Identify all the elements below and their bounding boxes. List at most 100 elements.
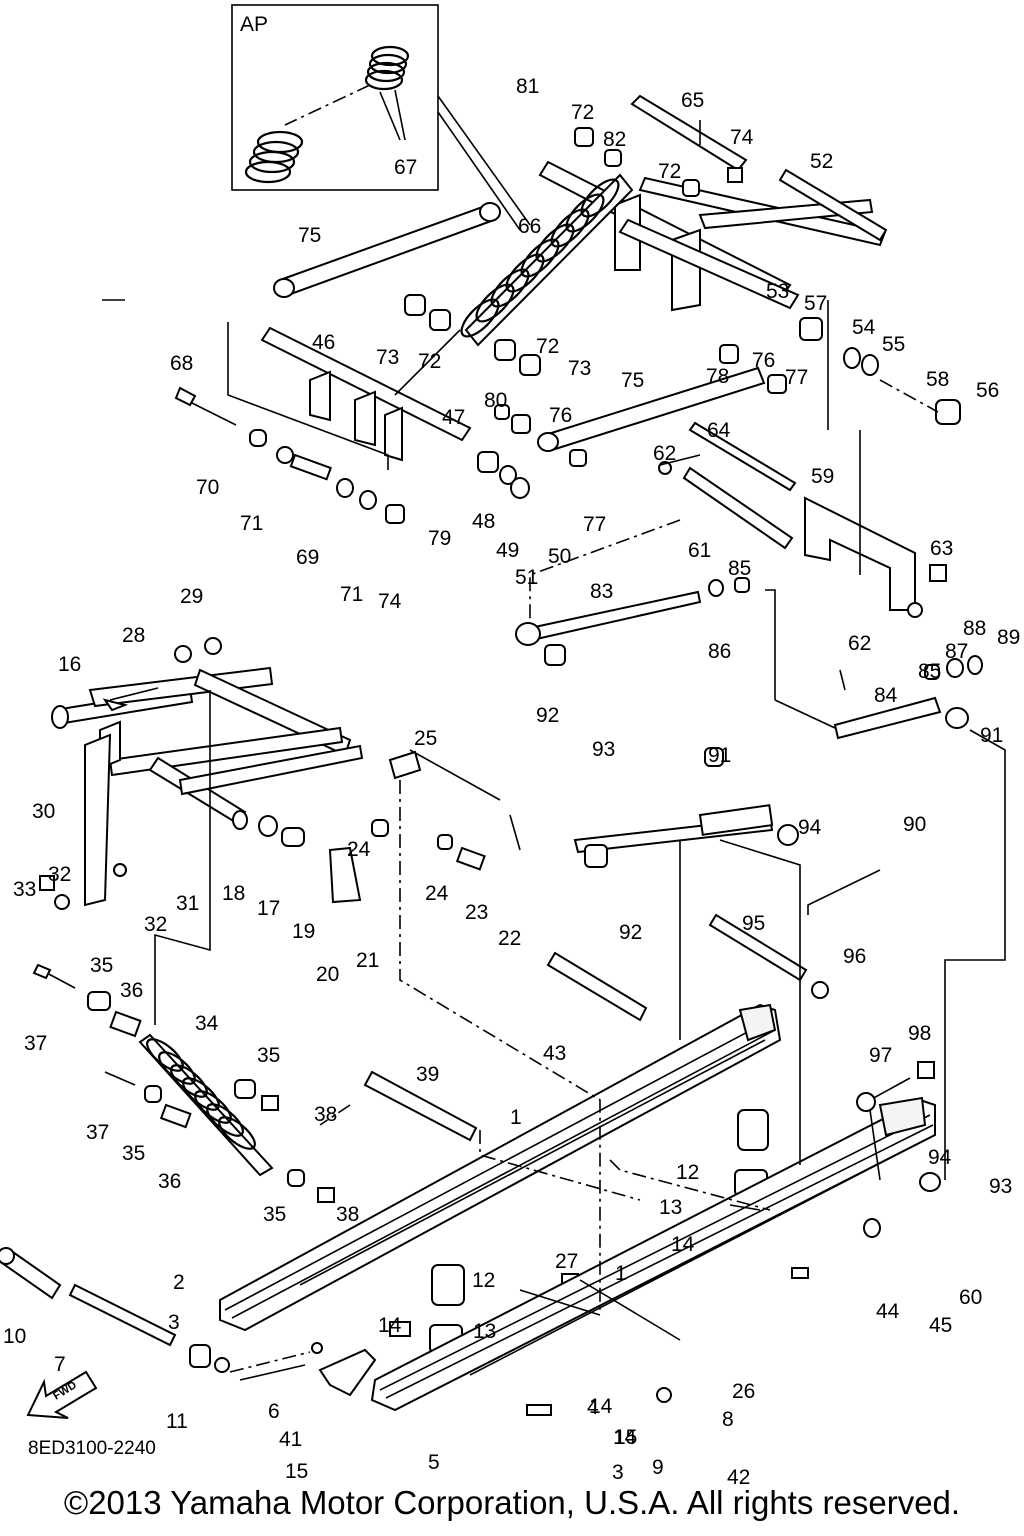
- part-callout-78: 78: [706, 365, 729, 388]
- part-callout-80: 80: [484, 389, 507, 412]
- part-callout-54: 54: [852, 316, 876, 339]
- part-callout-60: 60: [959, 1286, 982, 1309]
- part-callout-94: 94: [928, 1146, 952, 1169]
- part-callout-35: 35: [122, 1142, 145, 1165]
- part-callout-72: 72: [536, 335, 559, 358]
- part-callout-69: 69: [296, 546, 319, 569]
- part-callout-79: 79: [428, 527, 451, 550]
- part-callout-84: 84: [874, 684, 898, 707]
- part-callout-17: 17: [257, 897, 280, 920]
- part-callout-44: 44: [876, 1300, 900, 1323]
- part-callout-9: 9: [652, 1456, 664, 1479]
- part-callout-20: 20: [316, 963, 339, 986]
- part-callout-55: 55: [882, 333, 905, 356]
- part-callout-12: 12: [676, 1161, 699, 1184]
- slider-guard-4: [318, 1348, 377, 1397]
- part-callout-32: 32: [48, 863, 71, 886]
- part-callout-33: 33: [13, 878, 36, 901]
- part-callout-74: 74: [378, 590, 402, 613]
- part-callout-15: 15: [614, 1426, 637, 1449]
- part-callout-74: 74: [730, 126, 754, 149]
- part-callout-21: 21: [356, 949, 379, 972]
- part-callout-77: 77: [785, 366, 808, 389]
- shaft-7: [68, 1283, 177, 1347]
- slide-rail-lower-1: [370, 1096, 936, 1412]
- part-callout-24: 24: [425, 882, 449, 905]
- part-callout-71: 71: [340, 583, 363, 606]
- part-callout-76: 76: [549, 404, 572, 427]
- part-callout-97: 97: [869, 1044, 892, 1067]
- part-callout-35: 35: [257, 1044, 280, 1067]
- part-callout-2: 2: [173, 1271, 185, 1294]
- part-callout-32: 32: [144, 913, 167, 936]
- part-callout-83: 83: [590, 580, 613, 603]
- small-parts: [39, 127, 983, 1416]
- part-callout-91: 91: [708, 744, 731, 767]
- part-callout-46: 46: [312, 331, 335, 354]
- part-callout-14: 14: [671, 1233, 695, 1256]
- part-callout-14: 14: [378, 1314, 402, 1337]
- part-callout-72: 72: [658, 160, 681, 183]
- part-callout-70: 70: [196, 476, 219, 499]
- drawing-code: 8ED3100-2240: [28, 1438, 156, 1459]
- part-callout-72: 72: [571, 101, 594, 124]
- part-callout-12: 12: [472, 1269, 495, 1292]
- part-callout-73: 73: [568, 357, 591, 380]
- part-callout-1: 1: [615, 1262, 627, 1285]
- part-callout-50: 50: [548, 545, 571, 568]
- part-callout-3: 3: [612, 1461, 624, 1484]
- part-callout-13: 13: [659, 1196, 682, 1219]
- part-callout-77: 77: [583, 513, 606, 536]
- part-callout-71: 71: [240, 512, 263, 535]
- part-callout-24: 24: [347, 838, 371, 861]
- part-callout-89: 89: [997, 626, 1020, 649]
- part-callout-16: 16: [58, 653, 81, 676]
- part-callout-4: 4: [587, 1396, 599, 1419]
- part-callout-93: 93: [989, 1175, 1012, 1198]
- part-callout-75: 75: [621, 369, 644, 392]
- part-callout-66: 66: [518, 215, 541, 238]
- part-callout-13: 13: [473, 1320, 496, 1343]
- part-callout-39: 39: [416, 1063, 439, 1086]
- part-callout-31: 31: [176, 892, 199, 915]
- part-callout-27: 27: [555, 1250, 578, 1273]
- assembly-lines: [154, 120, 1006, 1381]
- part-callout-98: 98: [908, 1022, 931, 1045]
- part-callout-85: 85: [728, 557, 751, 580]
- part-callout-38: 38: [336, 1203, 359, 1226]
- part-callout-42: 42: [727, 1466, 750, 1489]
- part-callout-22: 22: [498, 927, 521, 950]
- part-callout-36: 36: [158, 1170, 181, 1193]
- part-callout-38: 38: [314, 1103, 337, 1126]
- part-callout-75: 75: [298, 224, 321, 247]
- part-callout-87: 87: [945, 640, 968, 663]
- front-plate-30: [84, 733, 112, 907]
- part-callout-3: 3: [168, 1311, 180, 1334]
- part-callout-61: 61: [688, 539, 711, 562]
- part-callout-18: 18: [222, 882, 245, 905]
- part-callout-43: 43: [543, 1042, 566, 1065]
- part-callout-7: 7: [54, 1353, 66, 1376]
- part-callout-19: 19: [292, 920, 315, 943]
- part-callout-85: 85: [918, 660, 941, 683]
- part-callout-91: 91: [980, 724, 1003, 747]
- part-callout-47: 47: [442, 406, 465, 429]
- part-callout-52: 52: [810, 150, 833, 173]
- part-callout-73: 73: [376, 346, 399, 369]
- part-callout-94: 94: [798, 816, 822, 839]
- part-callout-1: 1: [510, 1106, 522, 1129]
- part-callout-11: 11: [166, 1410, 188, 1433]
- part-callout-23: 23: [465, 901, 488, 924]
- bracket-25: [388, 750, 422, 780]
- part-callout-6: 6: [268, 1400, 280, 1423]
- part-callout-92: 92: [619, 921, 642, 944]
- part-callout-14: 14: [613, 1426, 637, 1449]
- part-callout-82: 82: [603, 128, 626, 151]
- part-callout-49: 49: [496, 539, 519, 562]
- part-callout-37: 37: [86, 1121, 109, 1144]
- bracket-20: [328, 846, 362, 904]
- rear-upper-assembly: [174, 94, 942, 982]
- part-callout-57: 57: [804, 292, 827, 315]
- part-callout-35: 35: [90, 954, 113, 977]
- inset-ap: AP: [231, 4, 531, 231]
